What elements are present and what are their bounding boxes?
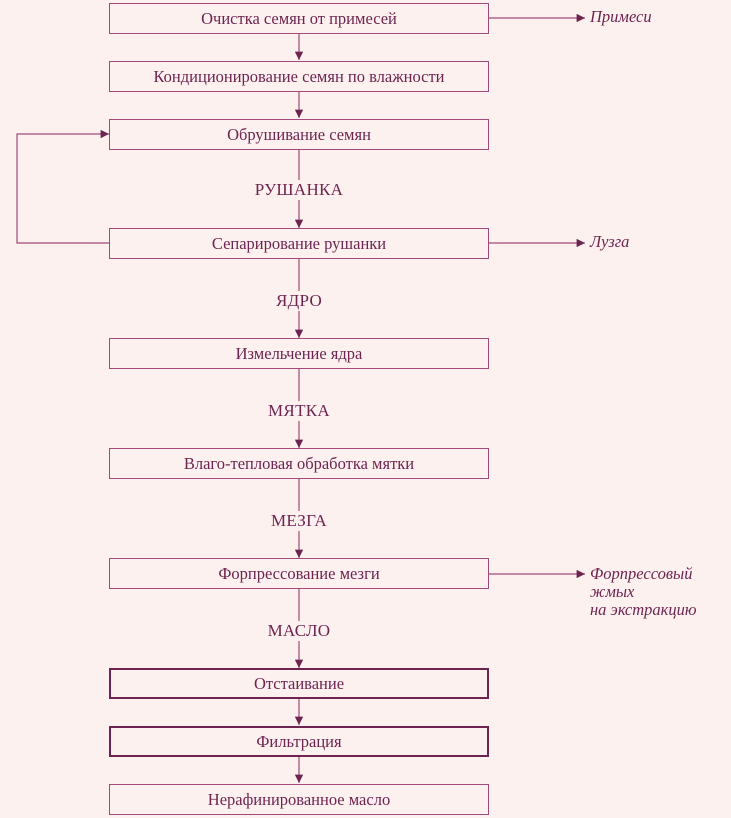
step-heat-treatment-label: Влаго-тепловая обработка мятки — [183, 453, 415, 473]
step-separation-label: Сепарирование рушанки — [211, 233, 387, 253]
intermediate-kernel: ЯДРО — [199, 291, 399, 311]
step-settling-label: Отстаивание — [253, 673, 345, 693]
step-grinding: Измельчение ядра — [109, 338, 489, 369]
step-cleaning: Очистка семян от примесей — [109, 3, 489, 34]
intermediate-rushanka: РУШАНКА — [199, 180, 399, 200]
intermediate-oil: МАСЛО — [199, 621, 399, 641]
step-heat-treatment: Влаго-тепловая обработка мятки — [109, 448, 489, 479]
step-filtration-label: Фильтрация — [256, 731, 342, 751]
step-filtration: Фильтрация — [109, 726, 489, 757]
step-hulling: Обрушивание семян — [109, 119, 489, 150]
byproduct-husk: Лузга — [590, 232, 630, 251]
byproduct-cake: Форпрессовый жмых на экстракцию — [590, 565, 697, 619]
step-separation: Сепарирование рушанки — [109, 228, 489, 259]
byproduct-impurities: Примеси — [590, 7, 652, 26]
step-prepressing: Форпрессование мезги — [109, 558, 489, 589]
byproduct-cake-line-2: жмых — [590, 582, 635, 601]
step-conditioning-label: Кондиционирование семян по влажности — [153, 66, 445, 86]
byproduct-cake-line-3: на экстракцию — [590, 600, 697, 619]
byproduct-cake-line-1: Форпрессовый — [590, 564, 693, 583]
step-cleaning-label: Очистка семян от примесей — [201, 8, 397, 28]
step-settling: Отстаивание — [109, 668, 489, 699]
intermediate-mezga: МЕЗГА — [199, 511, 399, 531]
step-conditioning: Кондиционирование семян по влажности — [109, 61, 489, 92]
recycle-loop-arrow — [16, 129, 109, 244]
step-hulling-label: Обрушивание семян — [227, 124, 371, 144]
intermediate-myatka: МЯТКА — [199, 401, 399, 421]
step-product: Нерафинированное масло — [109, 784, 489, 815]
step-grinding-label: Измельчение ядра — [235, 343, 363, 363]
step-product-label: Нерафинированное масло — [207, 789, 391, 809]
step-prepressing-label: Форпрессование мезги — [218, 563, 380, 583]
